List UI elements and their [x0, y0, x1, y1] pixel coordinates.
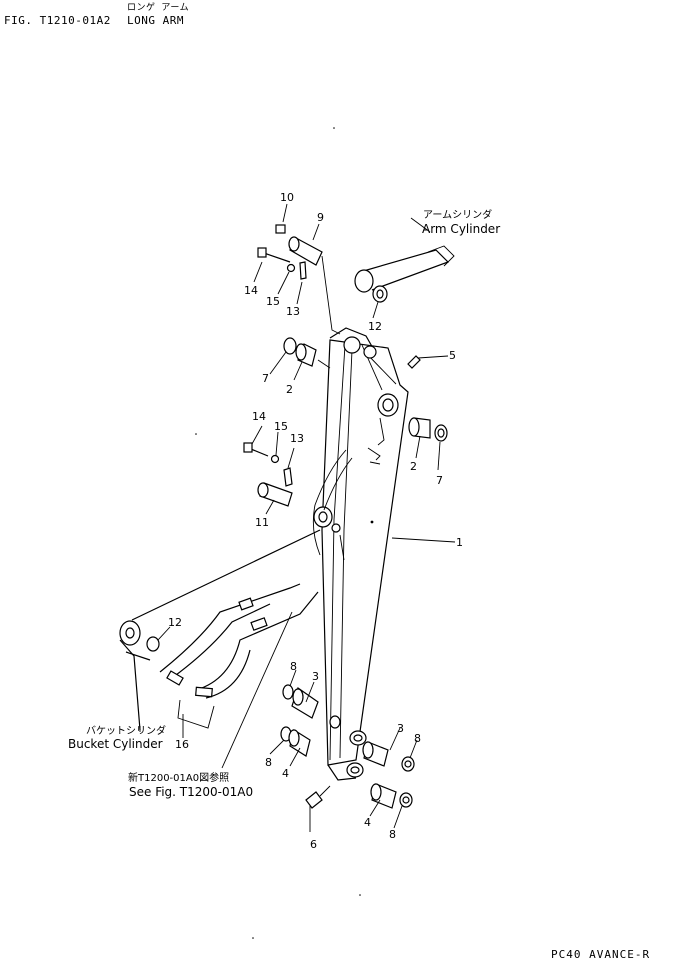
callout-10: 10: [280, 191, 294, 204]
callout-13-top: 13: [286, 305, 300, 318]
figure-number: FIG. T1210-01A2: [4, 14, 111, 27]
callout-3-left: 3: [312, 670, 319, 683]
callout-15-mid: 15: [274, 420, 288, 433]
callout-3-right: 3: [397, 722, 404, 735]
callout-8-right: 8: [414, 732, 421, 745]
title-japanese: ロンゲ アーム: [127, 3, 190, 13]
callout-4-right: 4: [364, 816, 371, 829]
callout-12-top: 12: [368, 320, 382, 333]
callout-9: 9: [317, 211, 324, 224]
see-fig-caption: See Fig. T1200-01A0: [129, 785, 253, 799]
callout-16: 16: [175, 738, 189, 751]
hose-routing: [312, 449, 347, 556]
upper-bushings: [283, 337, 448, 442]
callout-4-left: 4: [282, 767, 289, 780]
callout-8-upper: 8: [290, 660, 297, 673]
callout-11: 11: [255, 516, 269, 529]
callout-7-upper-left: 7: [262, 372, 269, 385]
callout-2-upper-left: 2: [286, 383, 293, 396]
bucket-cylinder-caption: Bucket Cylinder: [68, 737, 163, 751]
top-pin-assembly: [257, 224, 341, 335]
figure-title: LONG ARM: [127, 14, 184, 27]
arm-cylinder-caption-jp: アームシリンダ: [423, 208, 492, 221]
see-fig-caption-jp: 新T1200-01A0図参照: [128, 771, 229, 784]
callout-15-top: 15: [266, 295, 280, 308]
callout-14-mid: 14: [252, 410, 266, 423]
callout-12-bottom: 12: [168, 616, 182, 629]
page-reference: PC40 AVANCE-R: [551, 948, 650, 959]
callout-1: 1: [456, 536, 463, 549]
bucket-cylinder-caption-jp: バケットシリンダ: [86, 724, 166, 737]
arm-cylinder-caption: Arm Cylinder: [422, 222, 500, 236]
scan-specks: [195, 127, 361, 939]
callout-14-top: 14: [244, 284, 258, 297]
callout-5: 5: [449, 349, 456, 362]
callout-7-right: 7: [436, 474, 443, 487]
callout-8-left: 8: [265, 756, 272, 769]
callout-8-bottom: 8: [389, 828, 396, 841]
callout-6: 6: [310, 838, 317, 851]
middle-pin-assembly: [243, 442, 293, 507]
bucket-cylinder-hoses: [119, 529, 321, 769]
callout-labels: 10 9 14 15 13 12 7 2 5 14 15 13 11 2 7 1…: [168, 191, 463, 851]
callout-2-right: 2: [410, 460, 417, 473]
leader-lines: [139, 203, 456, 832]
lower-bushings: [280, 684, 415, 809]
arm-cylinder: [354, 245, 455, 303]
arm-body: [313, 327, 409, 781]
hose-routing-inner: [323, 457, 353, 511]
captions: アームシリンダ Arm Cylinder バケットシリンダ Bucket Cyl…: [68, 208, 500, 799]
callout-13-mid: 13: [290, 432, 304, 445]
